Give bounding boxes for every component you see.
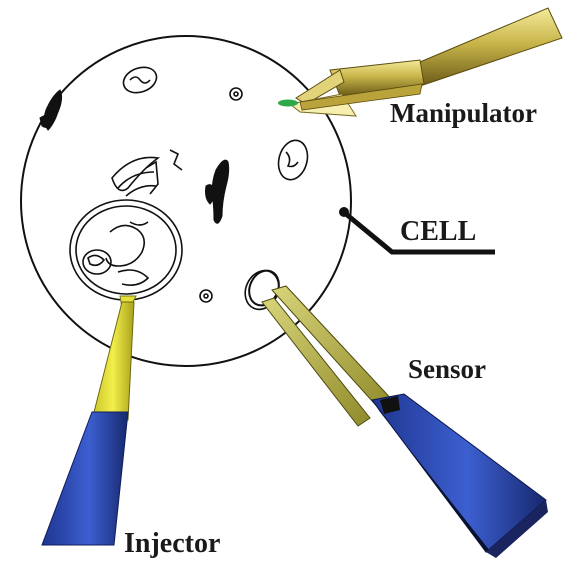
label-manipulator: Manipulator	[390, 98, 537, 128]
label-cell: CELL	[400, 216, 476, 247]
label-injector: Injector	[124, 528, 220, 559]
manipulator-tip	[278, 100, 298, 107]
label-sensor: Sensor	[408, 354, 486, 384]
sensor-tool	[244, 266, 548, 558]
